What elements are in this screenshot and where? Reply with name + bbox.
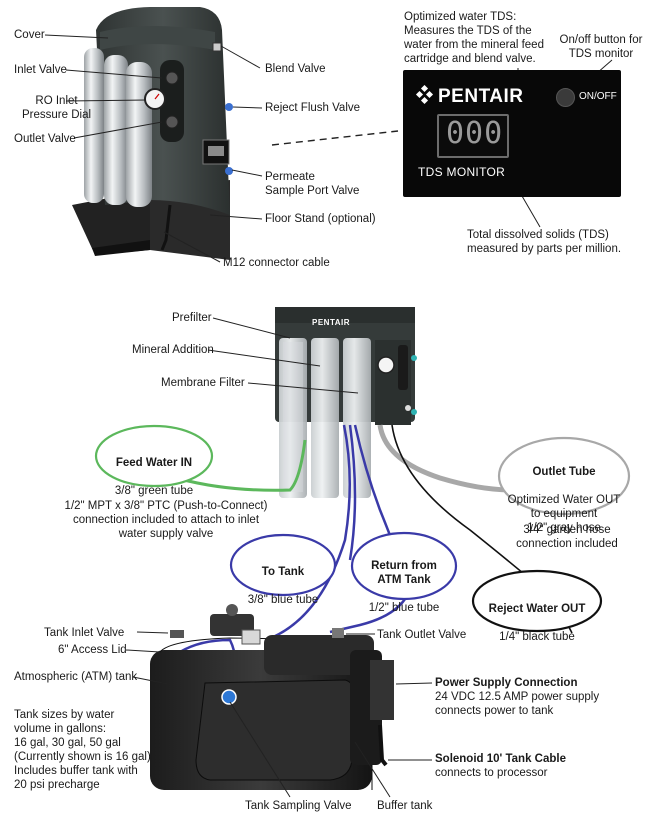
return-sub: 1/2" blue tube	[368, 602, 440, 614]
to-tank-text: To Tank 3/8" blue tube	[235, 551, 331, 621]
reject-water-text: Reject Water OUT 1/4" black tube	[477, 588, 597, 658]
reject-flush-valve-dot	[225, 103, 233, 111]
green-feed-tube	[179, 439, 307, 492]
feed-sub: 3/8" green tube	[114, 485, 194, 497]
label-solenoid-title: Solenoid 10' Tank Cable	[435, 753, 566, 765]
to-tank-tube	[265, 424, 352, 642]
label-access-lid: 6" Access Lid	[58, 644, 127, 656]
label-cover: Cover	[14, 29, 45, 41]
outlet-sub: Optimized Water OUT to equipment 1/2" gr…	[507, 494, 621, 534]
buffer-tank	[264, 635, 374, 675]
garden-hose-note: 3/4" garden hose connection included	[516, 524, 618, 550]
label-power-title: Power Supply Connection	[435, 677, 578, 689]
tds-lcd	[437, 114, 509, 158]
tank-outlet-valve	[332, 628, 344, 638]
label-reject-flush-valve: Reject Flush Valve	[265, 102, 361, 114]
to-tank-sub: 3/8" blue tube	[247, 594, 319, 606]
tank-sizes-note: Tank sizes by water volume in gallons: 1…	[14, 709, 151, 791]
return-text: Return from ATM Tank 1/2" blue tube	[354, 545, 454, 629]
label-permeate-port: Permeate Sample Port Valve	[265, 171, 360, 197]
tds-display-value: 000	[446, 116, 504, 151]
cartridge-1	[84, 48, 104, 203]
outlet-tube-text: Outlet Tube Optimized Water OUT to equip…	[501, 451, 627, 549]
tank-inlet-valve	[170, 630, 184, 638]
cartridge-3	[126, 62, 152, 207]
label-atm-tank: Atmospheric (ATM) tank	[14, 671, 138, 683]
inlet-valve-knob	[165, 71, 179, 85]
feed-water-text: Feed Water IN 3/8" green tube	[101, 442, 207, 512]
label-membrane: Membrane Filter	[161, 377, 245, 389]
feed-water-bubble	[94, 424, 214, 488]
label-tank-inlet-valve: Tank Inlet Valve	[44, 627, 125, 639]
tds-callout-dashed-line	[271, 130, 399, 146]
to-tank-bubble	[229, 533, 337, 597]
tds-onoff-button[interactable]	[556, 88, 575, 107]
label-floor-stand: Floor Stand (optional)	[265, 213, 376, 225]
outlet-title: Outlet Tube	[532, 466, 596, 478]
label-m12-cable: M12 connector cable	[223, 257, 330, 269]
reject-sub: 1/4" black tube	[499, 631, 575, 643]
label-solenoid-desc: connects to processor	[435, 767, 548, 779]
tds-monitor-label: TDS MONITOR	[418, 165, 506, 179]
label-buffer-tank: Buffer tank	[377, 800, 433, 812]
to-tank-title: To Tank	[261, 566, 305, 578]
permeate-valve-dot	[225, 167, 233, 175]
floor-stand-left	[72, 190, 150, 255]
tds-measure-desc: Total dissolved solids (TDS) measured by…	[467, 229, 622, 255]
reject-water-bubble	[471, 569, 603, 633]
filter-unit	[275, 307, 417, 498]
gray-outlet-hose	[377, 424, 513, 493]
reject-title: Reject Water OUT	[488, 603, 586, 615]
label-tank-outlet-valve: Tank Outlet Valve	[377, 629, 467, 641]
feed-title: Feed Water IN	[115, 457, 193, 469]
m12-cable	[160, 204, 172, 251]
tds-optimized-desc: Optimized water TDS: Measures the TDS of…	[404, 11, 544, 65]
connection-note: 1/2" MPT x 3/8" PTC (Push-to-Connect) co…	[64, 500, 268, 540]
pentair-brand: PENTAIR	[438, 86, 524, 107]
pentair-logo-icon	[415, 85, 434, 105]
label-prefilter: Prefilter	[172, 312, 212, 324]
return-bubble	[350, 531, 458, 601]
filter-brand: PENTAIR	[312, 318, 351, 327]
leader-lines-top	[44, 34, 263, 263]
label-power-desc: 24 VDC 12.5 AMP power supply connects po…	[435, 691, 600, 717]
outlet-tube-bubble	[497, 436, 631, 516]
ro-unit-top	[72, 7, 233, 260]
mineral-cartridge	[311, 338, 339, 498]
label-sampling-valve: Tank Sampling Valve	[245, 800, 352, 812]
outlet-valve-knob	[165, 115, 179, 129]
solenoid-cable	[378, 724, 388, 767]
onoff-label: ON/OFF	[579, 91, 617, 102]
tank-sampling-valve	[221, 689, 237, 705]
filter-pressure-dial	[377, 356, 395, 374]
label-blend-valve: Blend Valve	[265, 63, 326, 75]
prefilter-cartridge	[279, 338, 307, 498]
return-title: Return from ATM Tank	[371, 560, 437, 586]
blend-valve-knob	[212, 42, 222, 52]
atm-tank	[150, 604, 394, 790]
label-outlet-valve: Outlet Valve	[14, 133, 76, 145]
label-mineral: Mineral Addition	[132, 344, 214, 356]
label-ro-inlet-dial: RO Inlet Pressure Dial	[22, 95, 92, 121]
label-inlet-valve: Inlet Valve	[14, 64, 67, 76]
onoff-desc: On/off button for TDS monitor	[559, 34, 643, 60]
